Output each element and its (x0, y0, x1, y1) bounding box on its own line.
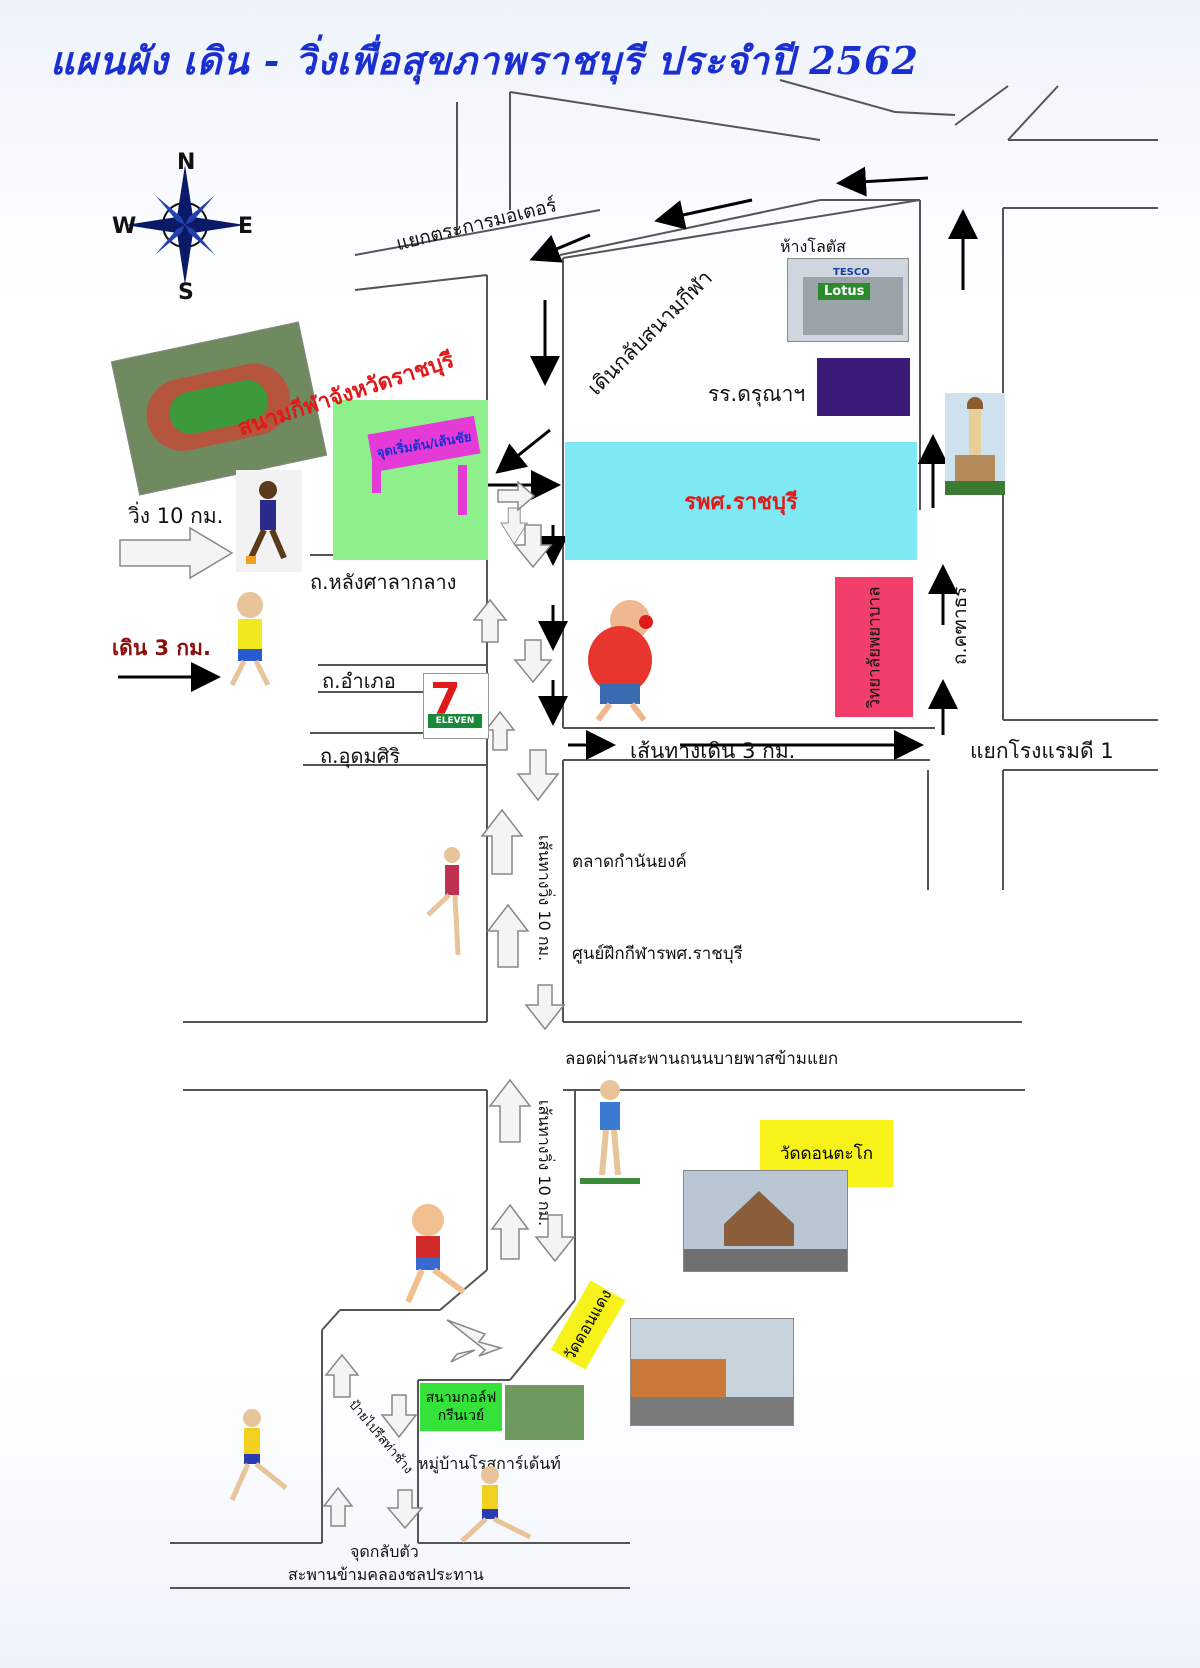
compass-west: W (112, 214, 137, 239)
underpass-label: ลอดผ่านสะพานถนนบายพาสข้ามแยก (565, 1049, 839, 1069)
golf-course-label: สนามกอล์ฟ กรีนเวย์ (420, 1383, 502, 1431)
market-label: ตลาดกำนันยงค์ (572, 852, 687, 872)
seven-eleven-logo-icon: 7 ELEVEN (423, 673, 489, 739)
golf-course-photo (505, 1385, 584, 1440)
seven-eleven-text: ELEVEN (428, 714, 482, 728)
walk-3-label: เดิน 3 กม. (112, 636, 211, 660)
compass-rose-icon (125, 165, 245, 285)
compass-south: S (178, 280, 194, 305)
run-route-label-upper: เส้นทางวิ่ง 10 กม. (535, 835, 554, 962)
wat-don-tako-text: วัดดอนตะโก (779, 1144, 874, 1164)
road-lang-sala-label: ถ.หลังศาลากลาง (310, 570, 457, 594)
start-sign-post-right (458, 465, 467, 515)
village-label: หมู่บ้านโรสการ์เด้นท์ (418, 1454, 561, 1473)
wat-don-daeng-photo (630, 1318, 794, 1426)
run-route-label-lower: เส้นทางวิ่ง 10 กม. (535, 1100, 554, 1227)
hospital-label: รพศ.ราชบุรี (684, 489, 798, 515)
canal-bridge-label: สะพานข้ามคลองชลประทาน (288, 1565, 484, 1584)
hotel-junction-label: แยกโรงแรมดี 1 (970, 739, 1114, 763)
clock-tower-icon (945, 393, 1005, 495)
road-amphoe-label: ถ.อำเภอ (322, 669, 396, 693)
lotus-label: ห้างโลตัส (780, 237, 846, 256)
hospital-block: รพศ.ราชบุรี (565, 442, 917, 560)
run-10-label: วิ่ง 10 กม. (128, 504, 224, 528)
compass-north: N (177, 150, 196, 175)
road-udomsiri-label: ถ.อุดมศิริ (320, 744, 401, 768)
darunee-school-block (817, 358, 910, 416)
start-finish-label: จุดเริ่มต้น/เส้นชัย (375, 429, 473, 461)
lotus-sign: Lotus (818, 283, 871, 300)
turnaround-label: จุดกลับตัว (350, 1542, 419, 1561)
wat-don-tako-photo (683, 1170, 848, 1272)
start-sign-post-left (372, 455, 381, 493)
lotus-photo: TESCO Lotus (787, 258, 909, 342)
compass-east: E (238, 214, 254, 239)
walk-route-label: เส้นทางเดิน 3 กม. (630, 739, 796, 763)
lotus-sign-top: TESCO (833, 267, 870, 278)
direction-arrows (118, 166, 978, 760)
darunee-school-label: รร.ดรุณาฯ (708, 382, 806, 406)
golf-course-text: สนามกอล์ฟ กรีนเวย์ (425, 1390, 497, 1424)
nursing-college-block: วิทยาลัยพยาบาล (835, 577, 913, 717)
road-khattathon-label: ถ.คฑาธร (949, 586, 971, 666)
nursing-college-label: วิทยาลัยพยาบาล (864, 585, 885, 709)
page-title: แผนผัง เดิน - วิ่งเพื่อสุขภาพราชบุรี ประ… (50, 38, 919, 83)
training-center-label: ศูนย์ฝึกกีฬารพศ.ราชบุรี (572, 944, 743, 964)
